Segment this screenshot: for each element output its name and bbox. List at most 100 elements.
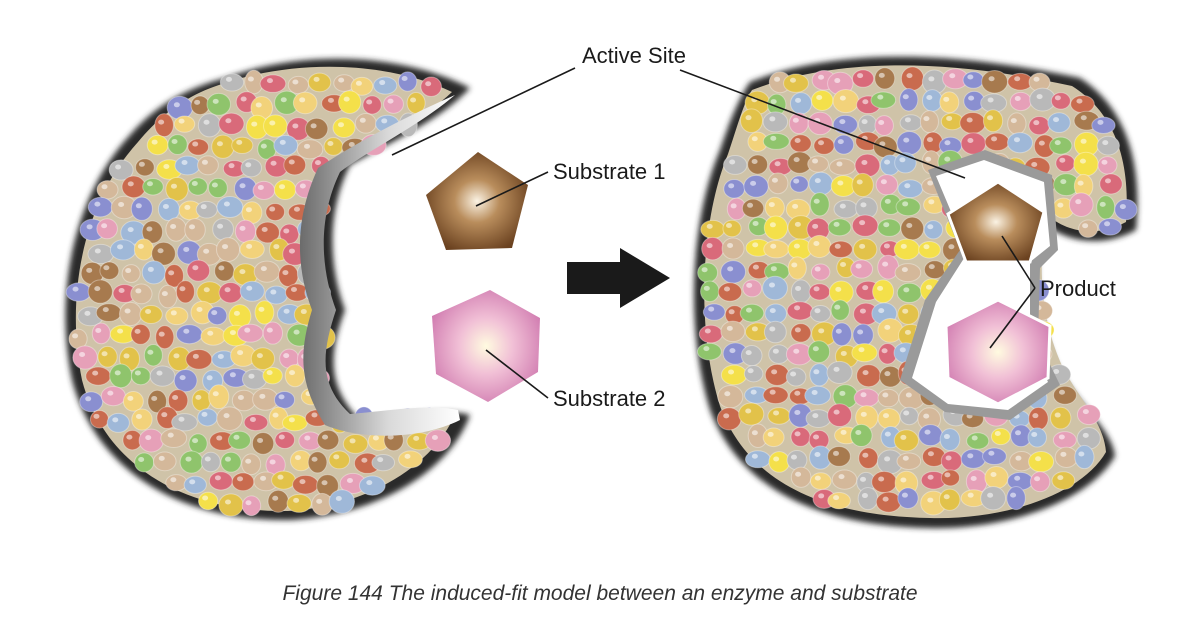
residue-bead-highlight	[945, 455, 952, 461]
residue-bead-highlight	[123, 353, 130, 359]
residue-bead	[984, 132, 1010, 152]
residue-bead-highlight	[751, 453, 758, 459]
residue-bead	[241, 495, 262, 517]
residue-bead-highlight	[900, 243, 907, 249]
residue-bead	[234, 219, 257, 244]
residue-bead	[147, 389, 168, 414]
residue-bead-highlight	[1036, 94, 1043, 100]
residue-bead	[789, 175, 809, 193]
residue-bead-highlight	[207, 330, 214, 336]
residue-bead	[304, 117, 329, 140]
residue-bead-highlight	[196, 307, 203, 313]
residue-bead-highlight	[987, 115, 994, 121]
residue-bead-highlight	[838, 474, 845, 480]
residue-bead-highlight	[292, 123, 299, 129]
residue-bead	[700, 280, 720, 303]
residue-bead-highlight	[204, 456, 211, 462]
residue-bead-highlight	[248, 373, 255, 379]
residue-bead	[1029, 471, 1051, 493]
residue-bead-highlight	[860, 476, 867, 482]
residue-bead-highlight	[703, 285, 710, 291]
residue-bead-highlight	[1014, 475, 1021, 481]
residue-bead-highlight	[211, 310, 218, 316]
residue-bead-highlight	[882, 413, 889, 419]
residue-bead-highlight	[311, 456, 318, 462]
residue-bead-highlight	[289, 370, 296, 376]
residue-bead	[813, 136, 835, 155]
residue-bead	[218, 112, 245, 135]
residue-bead	[984, 466, 1009, 490]
residue-bead-highlight	[222, 244, 229, 250]
residue-bead	[851, 172, 874, 198]
residue-bead-highlight	[855, 429, 862, 435]
residue-bead-highlight	[728, 369, 735, 375]
residue-bead	[362, 95, 382, 115]
residue-bead-highlight	[229, 330, 236, 336]
residue-bead-highlight	[1076, 98, 1083, 104]
residue-bead-highlight	[1104, 178, 1111, 184]
residue-bead-highlight	[795, 471, 802, 477]
residue-bead-highlight	[179, 286, 186, 292]
residue-bead	[287, 75, 310, 95]
residue-bead-highlight	[727, 266, 734, 272]
residue-bead	[810, 263, 831, 281]
residue-bead-highlight	[283, 308, 290, 314]
residue-bead-highlight	[925, 156, 932, 162]
residue-bead	[87, 196, 114, 218]
residue-bead-highlight	[127, 395, 134, 401]
residue-bead-highlight	[72, 333, 79, 339]
residue-bead-highlight	[856, 179, 863, 185]
residue-bead	[398, 450, 423, 469]
residue-bead	[185, 349, 213, 370]
residue-bead-highlight	[84, 310, 91, 316]
residue-bead	[831, 322, 853, 347]
residue-bead	[807, 340, 831, 364]
residue-bead-highlight	[1033, 76, 1040, 82]
residue-bead-highlight	[924, 429, 931, 435]
residue-bead	[200, 326, 227, 346]
residue-bead	[197, 408, 218, 427]
residue-bead	[171, 413, 198, 432]
residue-bead-highlight	[752, 220, 759, 226]
residue-bead-highlight	[244, 327, 251, 333]
residue-bead-highlight	[431, 435, 438, 441]
residue-bead-highlight	[794, 305, 801, 311]
residue-bead	[738, 402, 765, 426]
residue-bead-highlight	[840, 262, 847, 268]
residue-bead	[697, 262, 719, 283]
residue-bead-highlight	[266, 327, 273, 333]
residue-bead-highlight	[833, 409, 840, 415]
residue-bead	[871, 470, 898, 494]
residue-bead-highlight	[293, 497, 300, 503]
residue-bead	[832, 89, 860, 114]
residue-bead	[286, 493, 312, 513]
label-active-site: Active Site	[582, 43, 686, 68]
residue-bead	[940, 450, 963, 472]
residue-bead	[787, 256, 807, 280]
residue-bead-highlight	[926, 137, 933, 143]
residue-bead-highlight	[173, 102, 180, 108]
residue-bead-highlight	[1034, 476, 1041, 482]
residue-bead-highlight	[862, 370, 869, 376]
residue-bead-highlight	[727, 243, 734, 249]
residue-bead-highlight	[925, 284, 932, 290]
residue-bead	[157, 197, 180, 222]
residue-bead	[72, 345, 98, 370]
residue-bead-highlight	[839, 119, 846, 125]
residue-bead	[1028, 406, 1049, 431]
residue-bead	[1007, 112, 1027, 135]
residue-bead-highlight	[162, 203, 169, 209]
residue-bead-highlight	[1053, 369, 1060, 375]
residue-bead-highlight	[161, 412, 168, 418]
residue-bead-highlight	[333, 454, 340, 460]
residue-bead-highlight	[257, 437, 264, 443]
residue-bead-highlight	[751, 430, 758, 436]
residue-bead-highlight	[706, 243, 713, 249]
residue-bead	[980, 486, 1007, 511]
residue-bead-highlight	[944, 140, 951, 146]
residue-bead	[850, 259, 874, 279]
product-pentagon-shape	[946, 180, 1046, 264]
residue-bead-highlight	[151, 139, 158, 145]
residue-bead	[717, 385, 744, 409]
residue-bead-highlight	[902, 455, 909, 461]
